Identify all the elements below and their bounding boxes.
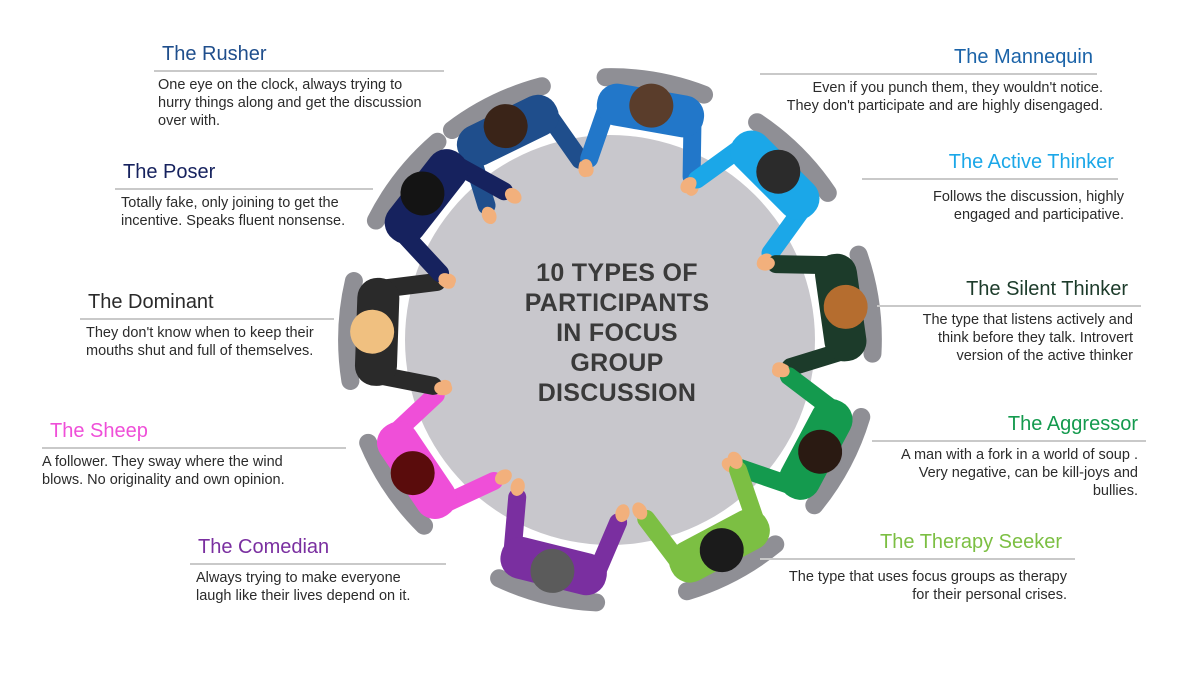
label-title: The Mannequin xyxy=(954,46,1093,68)
chair xyxy=(359,433,434,535)
chair xyxy=(490,569,606,612)
head xyxy=(400,171,445,216)
divider xyxy=(760,73,1097,75)
table xyxy=(405,135,815,545)
center-title-line: IN FOCUS xyxy=(556,319,678,347)
label-title: The Silent Thinker xyxy=(966,278,1128,300)
head xyxy=(350,309,395,354)
hand xyxy=(727,451,743,469)
head xyxy=(390,451,435,496)
head xyxy=(483,104,528,149)
participants xyxy=(350,83,868,596)
chairs xyxy=(338,68,882,612)
hand xyxy=(504,188,522,204)
divider xyxy=(42,447,346,449)
chair-back xyxy=(748,113,837,202)
center-title-line: DISCUSSION xyxy=(537,379,697,407)
chair xyxy=(338,272,363,390)
label-title: The Poser xyxy=(123,161,216,183)
divider xyxy=(862,178,1118,180)
center-title-line: PARTICIPANTS xyxy=(524,289,710,317)
chair xyxy=(366,132,447,230)
divider xyxy=(877,305,1141,307)
chair-back xyxy=(490,569,606,612)
center-title-line: 10 TYPES OF xyxy=(536,259,698,287)
chair xyxy=(677,535,785,601)
chair xyxy=(849,245,882,363)
hand xyxy=(438,273,456,289)
center-title: 10 TYPES OF PARTICIPANTS IN FOCUS GROUP … xyxy=(492,258,742,408)
head xyxy=(798,429,843,474)
participant-dominant xyxy=(350,272,456,396)
chair-back xyxy=(338,272,363,390)
chair-back xyxy=(366,132,447,230)
participant-comedian xyxy=(500,478,630,596)
label-title: The Comedian xyxy=(198,536,330,558)
chair-back xyxy=(596,68,714,104)
chair xyxy=(805,407,871,515)
chair-back xyxy=(805,407,871,515)
divider xyxy=(190,563,446,565)
divider xyxy=(760,558,1075,560)
chair xyxy=(596,68,714,104)
label-title: The Rusher xyxy=(162,43,267,65)
divider xyxy=(115,188,373,190)
head xyxy=(699,528,744,573)
hand xyxy=(578,159,593,178)
hand xyxy=(632,502,648,520)
label-description: Even if you punch them, they wouldn't no… xyxy=(786,80,1103,114)
participant-active-thinker xyxy=(680,130,820,270)
chair xyxy=(748,113,837,202)
head xyxy=(823,284,868,329)
participant-aggressor xyxy=(721,362,853,500)
label-title: The Dominant xyxy=(88,291,214,313)
hand xyxy=(494,469,512,485)
chair-back xyxy=(677,535,785,601)
hand xyxy=(510,478,525,496)
chair xyxy=(442,77,551,140)
label-description: A man with a fork in a world of soup .Ve… xyxy=(901,447,1138,499)
hand xyxy=(615,504,630,523)
label-title: The Aggressor xyxy=(1007,413,1138,435)
label-description: The type that uses focus groups as thera… xyxy=(788,569,1067,603)
label-title: The Therapy Seeker xyxy=(880,531,1062,553)
divider xyxy=(872,440,1146,442)
hand xyxy=(772,362,790,378)
head xyxy=(756,149,801,194)
head xyxy=(629,83,674,128)
hand xyxy=(481,206,497,225)
hand xyxy=(680,177,697,194)
hand xyxy=(434,381,453,396)
label-title: The Sheep xyxy=(50,420,148,442)
label-title: The Active Thinker xyxy=(948,151,1114,173)
divider xyxy=(154,70,444,72)
participant-poser xyxy=(384,149,522,289)
participant-therapy-seeker xyxy=(632,451,770,583)
chair-back xyxy=(849,245,882,363)
divider xyxy=(80,318,334,320)
center-title-line: GROUP xyxy=(570,349,664,377)
hand xyxy=(756,256,775,271)
head xyxy=(530,548,575,593)
chair-back xyxy=(442,77,551,140)
participant-silent-thinker xyxy=(756,253,868,378)
chair-back xyxy=(359,433,434,535)
